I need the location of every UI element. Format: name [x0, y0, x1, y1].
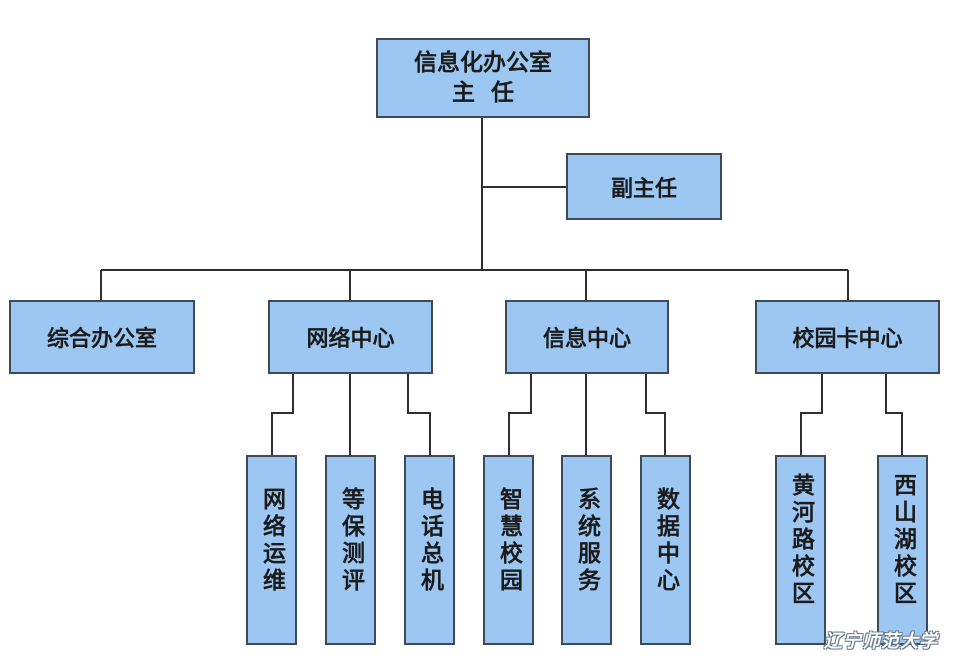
general-office-label: 综合办公室 [46, 327, 157, 352]
switchboard-box: 电话总机 [404, 455, 455, 645]
network-center-label: 网络中心 [306, 327, 395, 352]
xishanhu-campus-box: 西山湖校区 [877, 455, 928, 645]
network-ops-label: 网络运维 [258, 487, 285, 595]
university-watermark: 辽宁师范大学 [824, 631, 938, 652]
security-assessment-box: 等保测评 [325, 455, 376, 645]
deputy-director-label: 副主任 [610, 176, 677, 202]
network-ops-box: 网络运维 [246, 455, 297, 645]
deputy-director-box: 副主任 [566, 153, 722, 220]
security-assessment-label: 等保测评 [337, 487, 364, 595]
info-center-box: 信息中心 [505, 300, 669, 374]
info-center-label: 信息中心 [542, 327, 631, 352]
director-title: 主 任 [451, 80, 514, 106]
xishanhu-campus-label: 西山湖校区 [889, 473, 916, 608]
switchboard-label: 电话总机 [416, 487, 443, 595]
huanghe-campus-label: 黄河路校区 [787, 473, 814, 608]
office-director-box: 信息化办公室 主 任 [376, 38, 590, 118]
office-name: 信息化办公室 [414, 50, 552, 76]
system-service-label: 系统服务 [573, 487, 600, 595]
card-center-label: 校园卡中心 [792, 327, 903, 352]
card-center-box: 校园卡中心 [755, 300, 940, 374]
data-center-box: 数据中心 [640, 455, 691, 645]
smart-campus-label: 智慧校园 [495, 487, 522, 595]
general-office-box: 综合办公室 [9, 300, 195, 374]
data-center-label: 数据中心 [652, 487, 679, 595]
system-service-box: 系统服务 [561, 455, 612, 645]
network-center-box: 网络中心 [268, 300, 433, 374]
huanghe-campus-box: 黄河路校区 [775, 455, 826, 645]
smart-campus-box: 智慧校园 [483, 455, 534, 645]
